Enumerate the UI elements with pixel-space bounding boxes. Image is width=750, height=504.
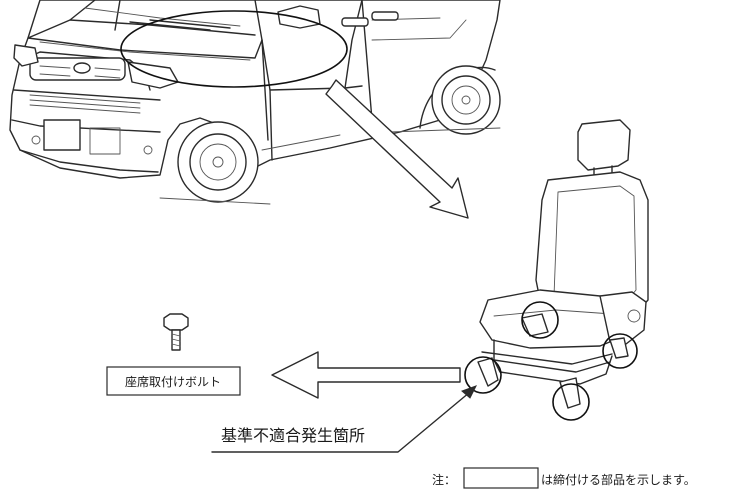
bolt-icon: [163, 313, 189, 351]
arrow-seat-to-bolt: [271, 351, 461, 399]
legend-note: 注： は締付ける部品を示します。: [432, 467, 696, 489]
note-box-sample: [463, 467, 539, 489]
note-text: は締付ける部品を示します。: [541, 472, 696, 487]
defect-location-callout: 基準不適合発生箇所: [211, 385, 478, 453]
defect-location-label: 基準不適合発生箇所: [221, 426, 365, 445]
bolt-label: 座席取付けボルト: [125, 374, 221, 389]
bolt-label-box: 座席取付けボルト: [106, 366, 241, 396]
arrow-car-to-seat: [325, 79, 469, 219]
note-prefix: 注：: [432, 472, 456, 487]
seat-illustration: [464, 119, 649, 421]
